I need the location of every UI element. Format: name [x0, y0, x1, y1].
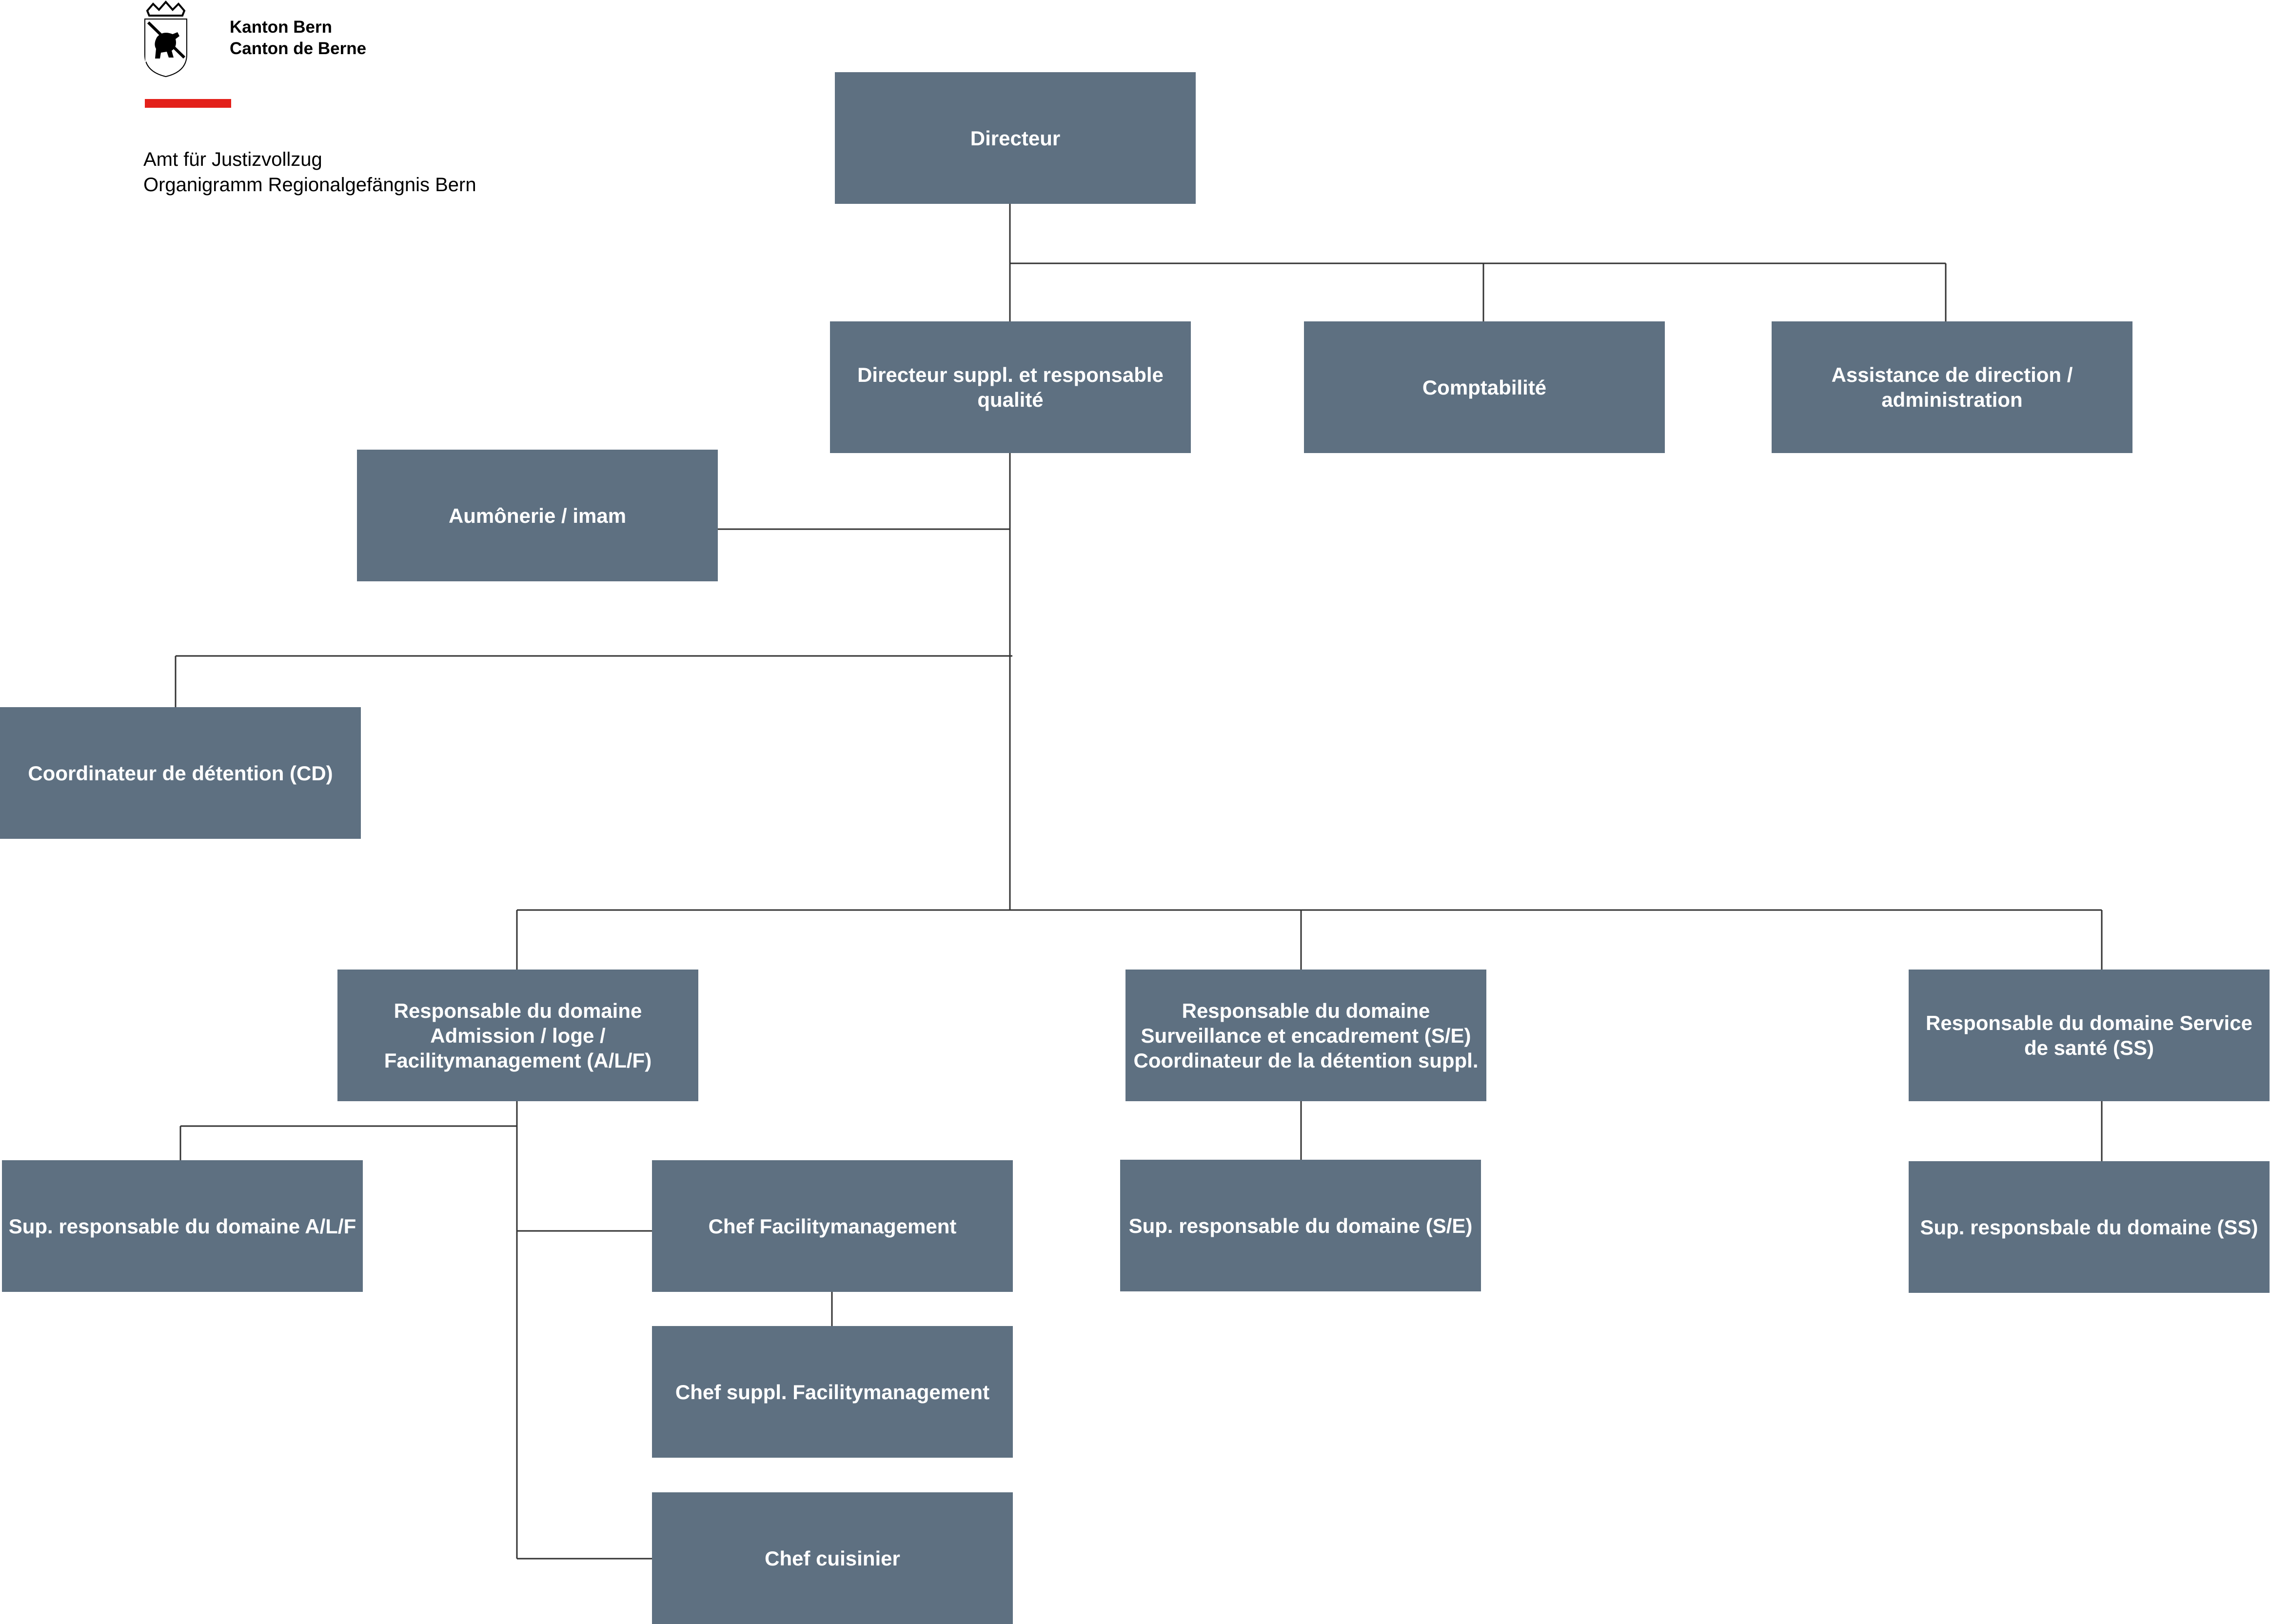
box-chef-fm: Chef Facilitymanagement [652, 1160, 1013, 1292]
box-resp-se: Responsable du domaine Surveillance et e… [1125, 970, 1486, 1101]
box-resp-alf: Responsable du domaine Admission / loge … [337, 970, 698, 1101]
box-label: Aumônerie / imam [448, 504, 627, 527]
red-accent-bar [145, 99, 231, 108]
chart-title: Organigramm Regionalgefängnis Bern [143, 174, 476, 196]
box-coordinateur: Coordinateur de détention (CD) [0, 707, 361, 839]
box-label: Chef Facilitymanagement [708, 1214, 957, 1238]
box-label: Chef cuisinier [765, 1546, 900, 1570]
box-label: Comptabilité [1422, 376, 1547, 399]
box-sup-alf: Sup. responsable du domaine A/L/F [2, 1160, 363, 1292]
box-directeur: Directeur [835, 72, 1196, 204]
box-label: Responsable du domaine Admission / loge … [384, 999, 652, 1072]
box-label: Responsable du domaine Service de santé … [1926, 1011, 2252, 1059]
box-label: Sup. responsbale du domaine (SS) [1920, 1215, 2258, 1239]
box-label: Directeur suppl. et responsable qualité [857, 363, 1164, 411]
box-directeur-suppl: Directeur suppl. et responsable qualité [830, 321, 1191, 453]
org-name-de: Kanton Bern [230, 18, 332, 37]
box-label: Assistance de direction / administration [1831, 363, 2073, 411]
box-sup-ss: Sup. responsbale du domaine (SS) [1909, 1161, 2270, 1293]
box-label: Sup. responsable du domaine A/L/F [8, 1214, 356, 1238]
box-sup-se: Sup. responsable du domaine (S/E) [1120, 1160, 1481, 1291]
box-comptabilite: Comptabilité [1304, 321, 1665, 453]
box-chef-cuisinier: Chef cuisinier [652, 1492, 1013, 1624]
bern-bear-coat-of-arms-icon [144, 0, 187, 77]
box-label: Directeur [970, 126, 1061, 150]
box-label: Chef suppl. Facilitymanagement [675, 1380, 990, 1404]
office-name: Amt für Justizvollzug [143, 149, 322, 170]
header: Kanton Bern Canton de Berne Amt für Just… [0, 0, 683, 205]
box-aumonerie: Aumônerie / imam [357, 450, 718, 581]
box-assistance: Assistance de direction / administration [1772, 321, 2132, 453]
org-name-fr: Canton de Berne [230, 39, 367, 58]
box-label: Responsable du domaine Surveillance et e… [1133, 999, 1479, 1072]
box-label: Coordinateur de détention (CD) [28, 761, 333, 785]
box-label: Sup. responsable du domaine (S/E) [1128, 1214, 1473, 1237]
box-resp-ss: Responsable du domaine Service de santé … [1909, 970, 2270, 1101]
box-chef-suppl-fm: Chef suppl. Facilitymanagement [652, 1326, 1013, 1458]
